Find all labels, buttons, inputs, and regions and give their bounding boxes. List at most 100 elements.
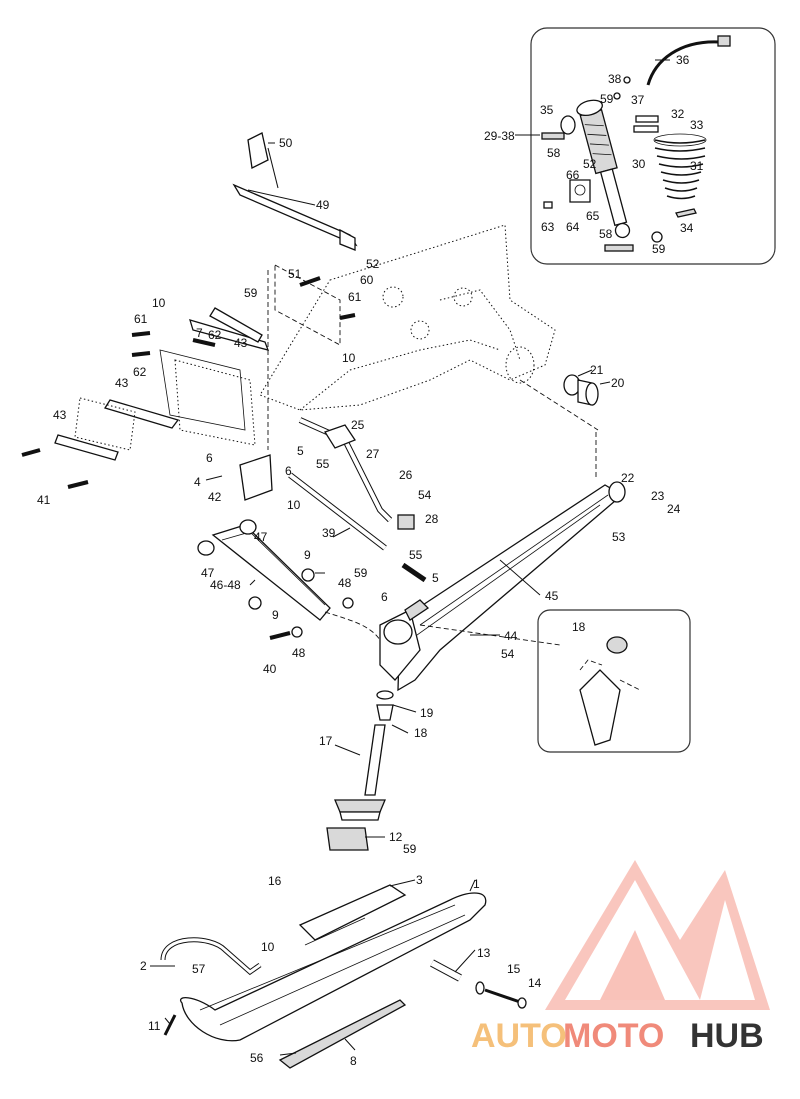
callout-36: 36 (676, 53, 690, 67)
lower-arm (197, 519, 354, 638)
spring (653, 133, 707, 200)
callout-41: 41 (37, 493, 51, 507)
callout-47a: 47 (254, 530, 268, 544)
watermark-moto: MOTO (563, 1017, 664, 1055)
watermark-hub: HUB (690, 1017, 764, 1055)
ski-block (326, 827, 369, 851)
callout-46-48: 46-48 (210, 578, 241, 592)
callout-10b: 10 (342, 351, 356, 365)
callout-59a: 59 (244, 286, 258, 300)
callout-38: 38 (608, 72, 622, 86)
callout-31: 31 (690, 159, 704, 173)
callout-3: 3 (416, 873, 423, 887)
callout-20: 20 (611, 376, 625, 390)
callout-6c: 6 (381, 590, 388, 604)
callout-15: 15 (507, 962, 521, 976)
callout-23: 23 (651, 489, 665, 503)
callout-6a: 6 (206, 451, 213, 465)
callout-9a: 9 (304, 548, 311, 562)
callout-37: 37 (631, 93, 645, 107)
callout-1: 1 (473, 877, 480, 891)
callout-59d: 59 (600, 92, 614, 106)
callout-18a: 18 (414, 726, 428, 740)
callout-59b: 59 (354, 566, 368, 580)
trailing-arm (379, 481, 626, 692)
callout-57: 57 (192, 962, 206, 976)
watermark-text: AUTO MOTO HUB (471, 1017, 764, 1055)
callout-49: 49 (316, 198, 330, 212)
watermark-auto: AUTO (471, 1017, 567, 1055)
callout-27: 27 (366, 447, 380, 461)
callout-54a: 54 (418, 488, 432, 502)
callout-5a: 5 (297, 444, 304, 458)
callout-11: 11 (148, 1019, 161, 1033)
callout-14: 14 (528, 976, 542, 990)
spindle-detail-inset (537, 609, 691, 753)
callout-42: 42 (208, 490, 222, 504)
callout-7: 7 (196, 326, 203, 340)
callout-19: 19 (420, 706, 434, 720)
upper-bracket (232, 132, 358, 251)
callout-4: 4 (194, 475, 201, 489)
callout-22: 22 (621, 471, 635, 485)
callout-54b: 54 (501, 647, 515, 661)
callout-26: 26 (399, 468, 413, 482)
callout-29-38: 29-38 (484, 129, 515, 143)
callout-40: 40 (263, 662, 277, 676)
callout-10a: 10 (152, 296, 166, 310)
callout-55b: 55 (409, 548, 423, 562)
callout-43a: 43 (234, 336, 248, 350)
chassis-frame (259, 224, 556, 411)
callout-5b: 5 (432, 571, 439, 585)
callout-47b: 47 (201, 566, 215, 580)
callout-33: 33 (690, 118, 704, 132)
callout-9b: 9 (272, 608, 279, 622)
callout-60: 60 (360, 273, 374, 287)
callout-48a: 48 (338, 576, 352, 590)
callout-8: 8 (350, 1054, 357, 1068)
callout-62a: 62 (208, 328, 222, 342)
spindle (334, 690, 394, 821)
ski-handle (160, 937, 262, 976)
callout-59c: 59 (403, 842, 417, 856)
bolts (21, 276, 356, 1036)
callout-64: 64 (566, 220, 580, 234)
callout-58b: 58 (599, 227, 613, 241)
callout-56: 56 (250, 1051, 264, 1065)
callout-35: 35 (540, 103, 554, 117)
callout-43c: 43 (53, 408, 67, 422)
callout-52b: 52 (583, 157, 597, 171)
callout-53: 53 (612, 530, 626, 544)
callout-28: 28 (425, 512, 439, 526)
callout-63: 63 (541, 220, 555, 234)
callout-66: 66 (566, 168, 580, 182)
bushings (563, 374, 599, 406)
callout-12: 12 (389, 830, 403, 844)
callout-34: 34 (680, 221, 694, 235)
callout-50: 50 (279, 136, 293, 150)
ski (179, 884, 487, 1069)
callout-61a: 61 (134, 312, 148, 326)
callout-52a: 52 (366, 257, 380, 271)
shock-absorber-inset (530, 27, 776, 265)
leader-lines (150, 59, 670, 1056)
callout-43b: 43 (115, 376, 129, 390)
callout-45: 45 (545, 589, 559, 603)
callout-58a: 58 (547, 146, 561, 160)
steering-rods (288, 417, 427, 583)
callout-24: 24 (667, 502, 681, 516)
callout-48b: 48 (292, 646, 306, 660)
callout-61b: 61 (348, 290, 362, 304)
callout-13: 13 (477, 946, 491, 960)
callout-55a: 55 (316, 457, 330, 471)
callout-labels: 1 2 3 4 5 5 6 6 6 7 8 9 9 10 10 10 10 11… (37, 53, 704, 1068)
callout-10d: 10 (261, 940, 275, 954)
axle (430, 959, 527, 1009)
callout-51: 51 (288, 267, 302, 281)
callout-39: 39 (322, 526, 336, 540)
callout-6b: 6 (285, 464, 292, 478)
callout-62b: 62 (133, 365, 147, 379)
watermark-logo (545, 860, 770, 1010)
callout-25: 25 (351, 418, 365, 432)
